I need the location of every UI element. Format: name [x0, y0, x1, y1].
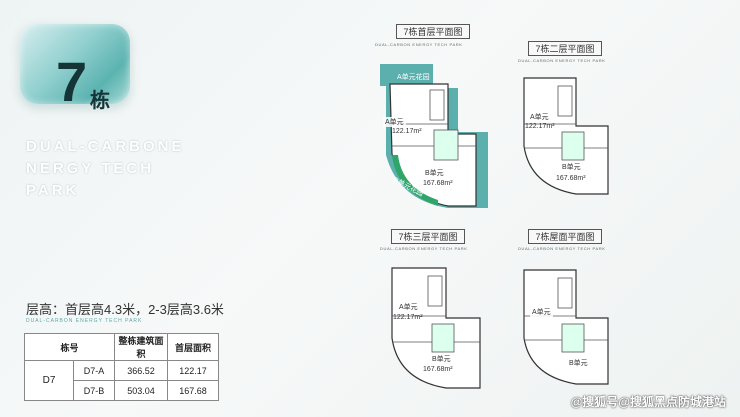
unit-b-area: 167.68m² [423, 366, 453, 373]
table-row: D7 D7-A 366.52 122.17 [24, 360, 219, 401]
table-header: 整栋建筑面积 [114, 333, 168, 361]
first-area-cell: 122.17 [167, 360, 219, 381]
roof-plan [523, 269, 609, 385]
table-header-row: 栋号 整栋建筑面积 首层面积 [24, 333, 219, 361]
unit-a-label: A单元 [397, 302, 420, 312]
unit-a-label: A单元 [530, 307, 553, 317]
big-title-line: NERGY TECH [26, 160, 155, 177]
unit-a-area: 122.17m² [392, 128, 422, 135]
unit-a-area: 122.17m² [525, 123, 555, 130]
plan-subtitle: DUAL-CARBON ENERGY TECH PARK [375, 42, 463, 47]
total-area-cell: 366.52 [114, 360, 168, 381]
table-row: D7-B 503.04 167.68 [25, 380, 219, 401]
table-header: 首层面积 [167, 333, 219, 361]
unit-a-label: A单元 [528, 112, 551, 122]
plan-title: 7栋二层平面图 [525, 41, 605, 56]
unit-b-label: B单元 [430, 354, 453, 364]
unit-b-area: 167.68m² [423, 180, 453, 187]
plan-title: 7栋首层平面图 [393, 24, 473, 39]
big-title-line: DUAL-CARBONE [26, 138, 185, 155]
badge-text: 栋 [90, 90, 110, 112]
building-cell: D7 [24, 360, 74, 401]
plan-title: 7栋屋面平面图 [525, 229, 605, 244]
watermark: @搜狐号@搜狐黑点防城港站 [570, 395, 726, 409]
plan-subtitle: DUAL-CARBON ENERGY TECH PARK [380, 246, 468, 251]
badge-number: 7 [56, 50, 88, 113]
floor-heights-subtitle: DUAL-CARBON ENERGY TECH PARK [26, 318, 143, 324]
unit-a-label: A单元 [383, 117, 406, 127]
unit-b-area: 167.68m² [556, 175, 586, 182]
big-title-line: PARK [26, 182, 80, 199]
big-title: DUAL-CARBONE NERGY TECH PARK [26, 136, 226, 202]
plan-subtitle: DUAL-CARBON ENERGY TECH PARK [518, 58, 606, 63]
garden-a-label: A单元花园 [397, 74, 430, 81]
building-badge: 7 栋 [20, 24, 130, 112]
area-table: 栋号 整栋建筑面积 首层面积 D7 D7-A 366.52 122.17 D7-… [24, 333, 219, 401]
unit-b-label: B单元 [567, 358, 590, 368]
plan-title: 7栋三层平面图 [388, 229, 468, 244]
third-floor-plan [391, 267, 481, 389]
first-area-cell: 167.68 [167, 380, 219, 401]
unit-cell: D7-B [73, 380, 115, 401]
total-area-cell: 503.04 [114, 380, 168, 401]
floor-heights: 层高：首层高4.3米，2-3层高3.6米 [26, 302, 224, 317]
unit-a-area: 122.17m² [393, 314, 423, 321]
unit-b-label: B单元 [423, 168, 446, 178]
unit-b-label: B单元 [560, 162, 583, 172]
ground-floor-plan [380, 64, 488, 208]
table-header: 栋号 [24, 333, 115, 361]
second-floor-plan [523, 77, 609, 195]
plan-subtitle: DUAL-CARBON ENERGY TECH PARK [518, 246, 606, 251]
unit-cell: D7-A [73, 360, 115, 381]
